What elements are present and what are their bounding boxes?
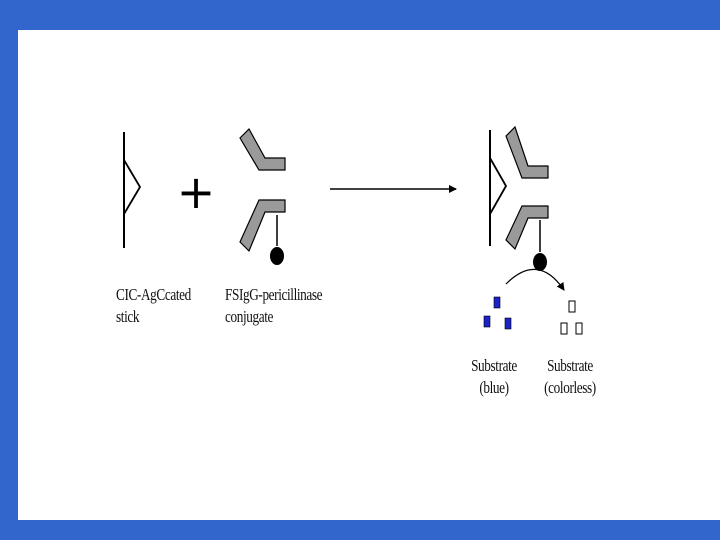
plus-sign: +: [177, 165, 216, 219]
complex-enzyme-dot-icon: [533, 253, 547, 271]
substrate-blue-label-line2: (blue): [479, 378, 509, 397]
complex-stick-icon: [489, 130, 508, 246]
slide: +: [18, 30, 720, 520]
stick-label-line1: CIC-AgCcated: [116, 285, 191, 304]
complex-antibody-icon: [505, 125, 549, 271]
substrate-colorless-icon: [560, 300, 583, 335]
antibody-conjugate-icon: [239, 128, 286, 265]
substrate-blue-label: Substrate (blue): [466, 355, 522, 399]
stick-label-line2: stick: [116, 307, 140, 326]
conjugate-label-line2: conjugate: [225, 307, 274, 326]
substrate-colorless-label: Substrate (colorless): [535, 355, 605, 399]
stick-label: CIC-AgCcated stick: [116, 284, 191, 328]
substrate-blue-icon: [483, 296, 512, 330]
conjugate-label: FSIgG-pericillinase conjugate: [225, 284, 323, 328]
substrate-colorless-label-line1: Substrate: [547, 356, 593, 375]
substrate-colorless-label-line2: (colorless): [544, 378, 596, 397]
enzyme-dot-icon: [270, 247, 284, 265]
antigen-stick-icon: [123, 132, 142, 248]
elisa-diagram: +: [123, 125, 583, 335]
conversion-arc: [505, 268, 565, 291]
conjugate-label-line1: FSIgG-pericillinase: [225, 285, 323, 304]
substrate-blue-label-line1: Substrate: [471, 356, 517, 375]
